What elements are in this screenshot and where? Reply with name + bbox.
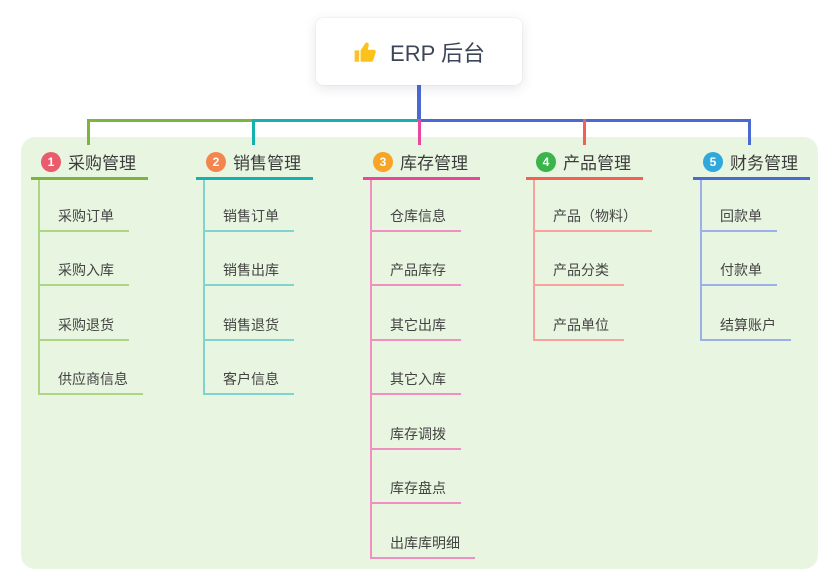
branch-finance-header[interactable]: 5 财务管理 (693, 146, 810, 180)
branch-purchase-header[interactable]: 1 采购管理 (31, 146, 148, 180)
branch-spine-line (38, 180, 40, 395)
node-product-unit[interactable]: 产品单位 (533, 315, 624, 341)
node-supplier-info[interactable]: 供应商信息 (38, 369, 143, 395)
node-purchase-inbound[interactable]: 采购入库 (38, 260, 129, 286)
node-sales-return[interactable]: 销售退货 (203, 315, 294, 341)
node-settlement-account[interactable]: 结算账户 (700, 315, 791, 341)
drop-line-branch-2 (252, 119, 255, 145)
branch-product: 4 产品管理 产品（物料） 产品分类 产品单位 (526, 146, 652, 341)
node-payment-bill[interactable]: 付款单 (700, 260, 777, 286)
node-purchase-order[interactable]: 采购订单 (38, 206, 129, 232)
branch-spine-line (203, 180, 205, 395)
root-title: ERP 后台 (390, 40, 485, 66)
branch-finance: 5 财务管理 回款单 付款单 结算账户 (693, 146, 810, 341)
branch-title: 财务管理 (730, 154, 798, 173)
node-purchase-return[interactable]: 采购退货 (38, 315, 129, 341)
drop-line-branch-1 (87, 119, 90, 145)
branch-spine-line (370, 180, 372, 559)
badge-1: 1 (41, 151, 61, 172)
branch-inventory-header[interactable]: 3 库存管理 (363, 146, 480, 180)
badge-3: 3 (373, 151, 393, 172)
node-sales-order[interactable]: 销售订单 (203, 206, 294, 232)
horizontal-connector-teal (253, 119, 420, 122)
badge-2: 2 (206, 151, 226, 172)
node-sales-outbound[interactable]: 销售出库 (203, 260, 294, 286)
node-stock-transfer[interactable]: 库存调拨 (370, 424, 461, 450)
branch-purchase: 1 采购管理 采购订单 采购入库 采购退货 供应商信息 (31, 146, 148, 395)
node-product-material[interactable]: 产品（物料） (533, 206, 652, 232)
branch-product-header[interactable]: 4 产品管理 (526, 146, 643, 180)
branches-background-panel (21, 137, 818, 569)
branch-sales-header[interactable]: 2 销售管理 (196, 146, 313, 180)
horizontal-connector-green (87, 119, 253, 122)
node-other-inbound[interactable]: 其它入库 (370, 369, 461, 395)
branch-sales: 2 销售管理 销售订单 销售出库 销售退货 客户信息 (196, 146, 313, 395)
branch-title: 库存管理 (400, 154, 468, 173)
node-stock-taking[interactable]: 库存盘点 (370, 478, 461, 504)
drop-line-branch-5 (748, 119, 751, 145)
branch-title: 采购管理 (68, 154, 136, 173)
node-outbound-detail[interactable]: 出库库明细 (370, 533, 475, 559)
branch-title: 销售管理 (233, 154, 301, 173)
node-product-stock[interactable]: 产品库存 (370, 260, 461, 286)
node-receipt-bill[interactable]: 回款单 (700, 206, 777, 232)
drop-line-branch-4 (583, 119, 586, 145)
drop-line-branch-3 (418, 119, 421, 145)
node-customer-info[interactable]: 客户信息 (203, 369, 294, 395)
badge-5: 5 (703, 151, 723, 172)
node-other-outbound[interactable]: 其它出库 (370, 315, 461, 341)
trunk-connector-line (417, 84, 421, 122)
branch-title: 产品管理 (563, 154, 631, 173)
thumbs-up-icon (354, 42, 376, 62)
branch-spine-line (700, 180, 702, 341)
node-warehouse-info[interactable]: 仓库信息 (370, 206, 461, 232)
node-product-category[interactable]: 产品分类 (533, 260, 624, 286)
branch-inventory: 3 库存管理 仓库信息 产品库存 其它出库 其它入库 库存调拨 库存盘点 出库库… (363, 146, 480, 559)
branch-spine-line (533, 180, 535, 341)
badge-4: 4 (536, 151, 556, 172)
root-node[interactable]: ERP 后台 (316, 18, 522, 85)
